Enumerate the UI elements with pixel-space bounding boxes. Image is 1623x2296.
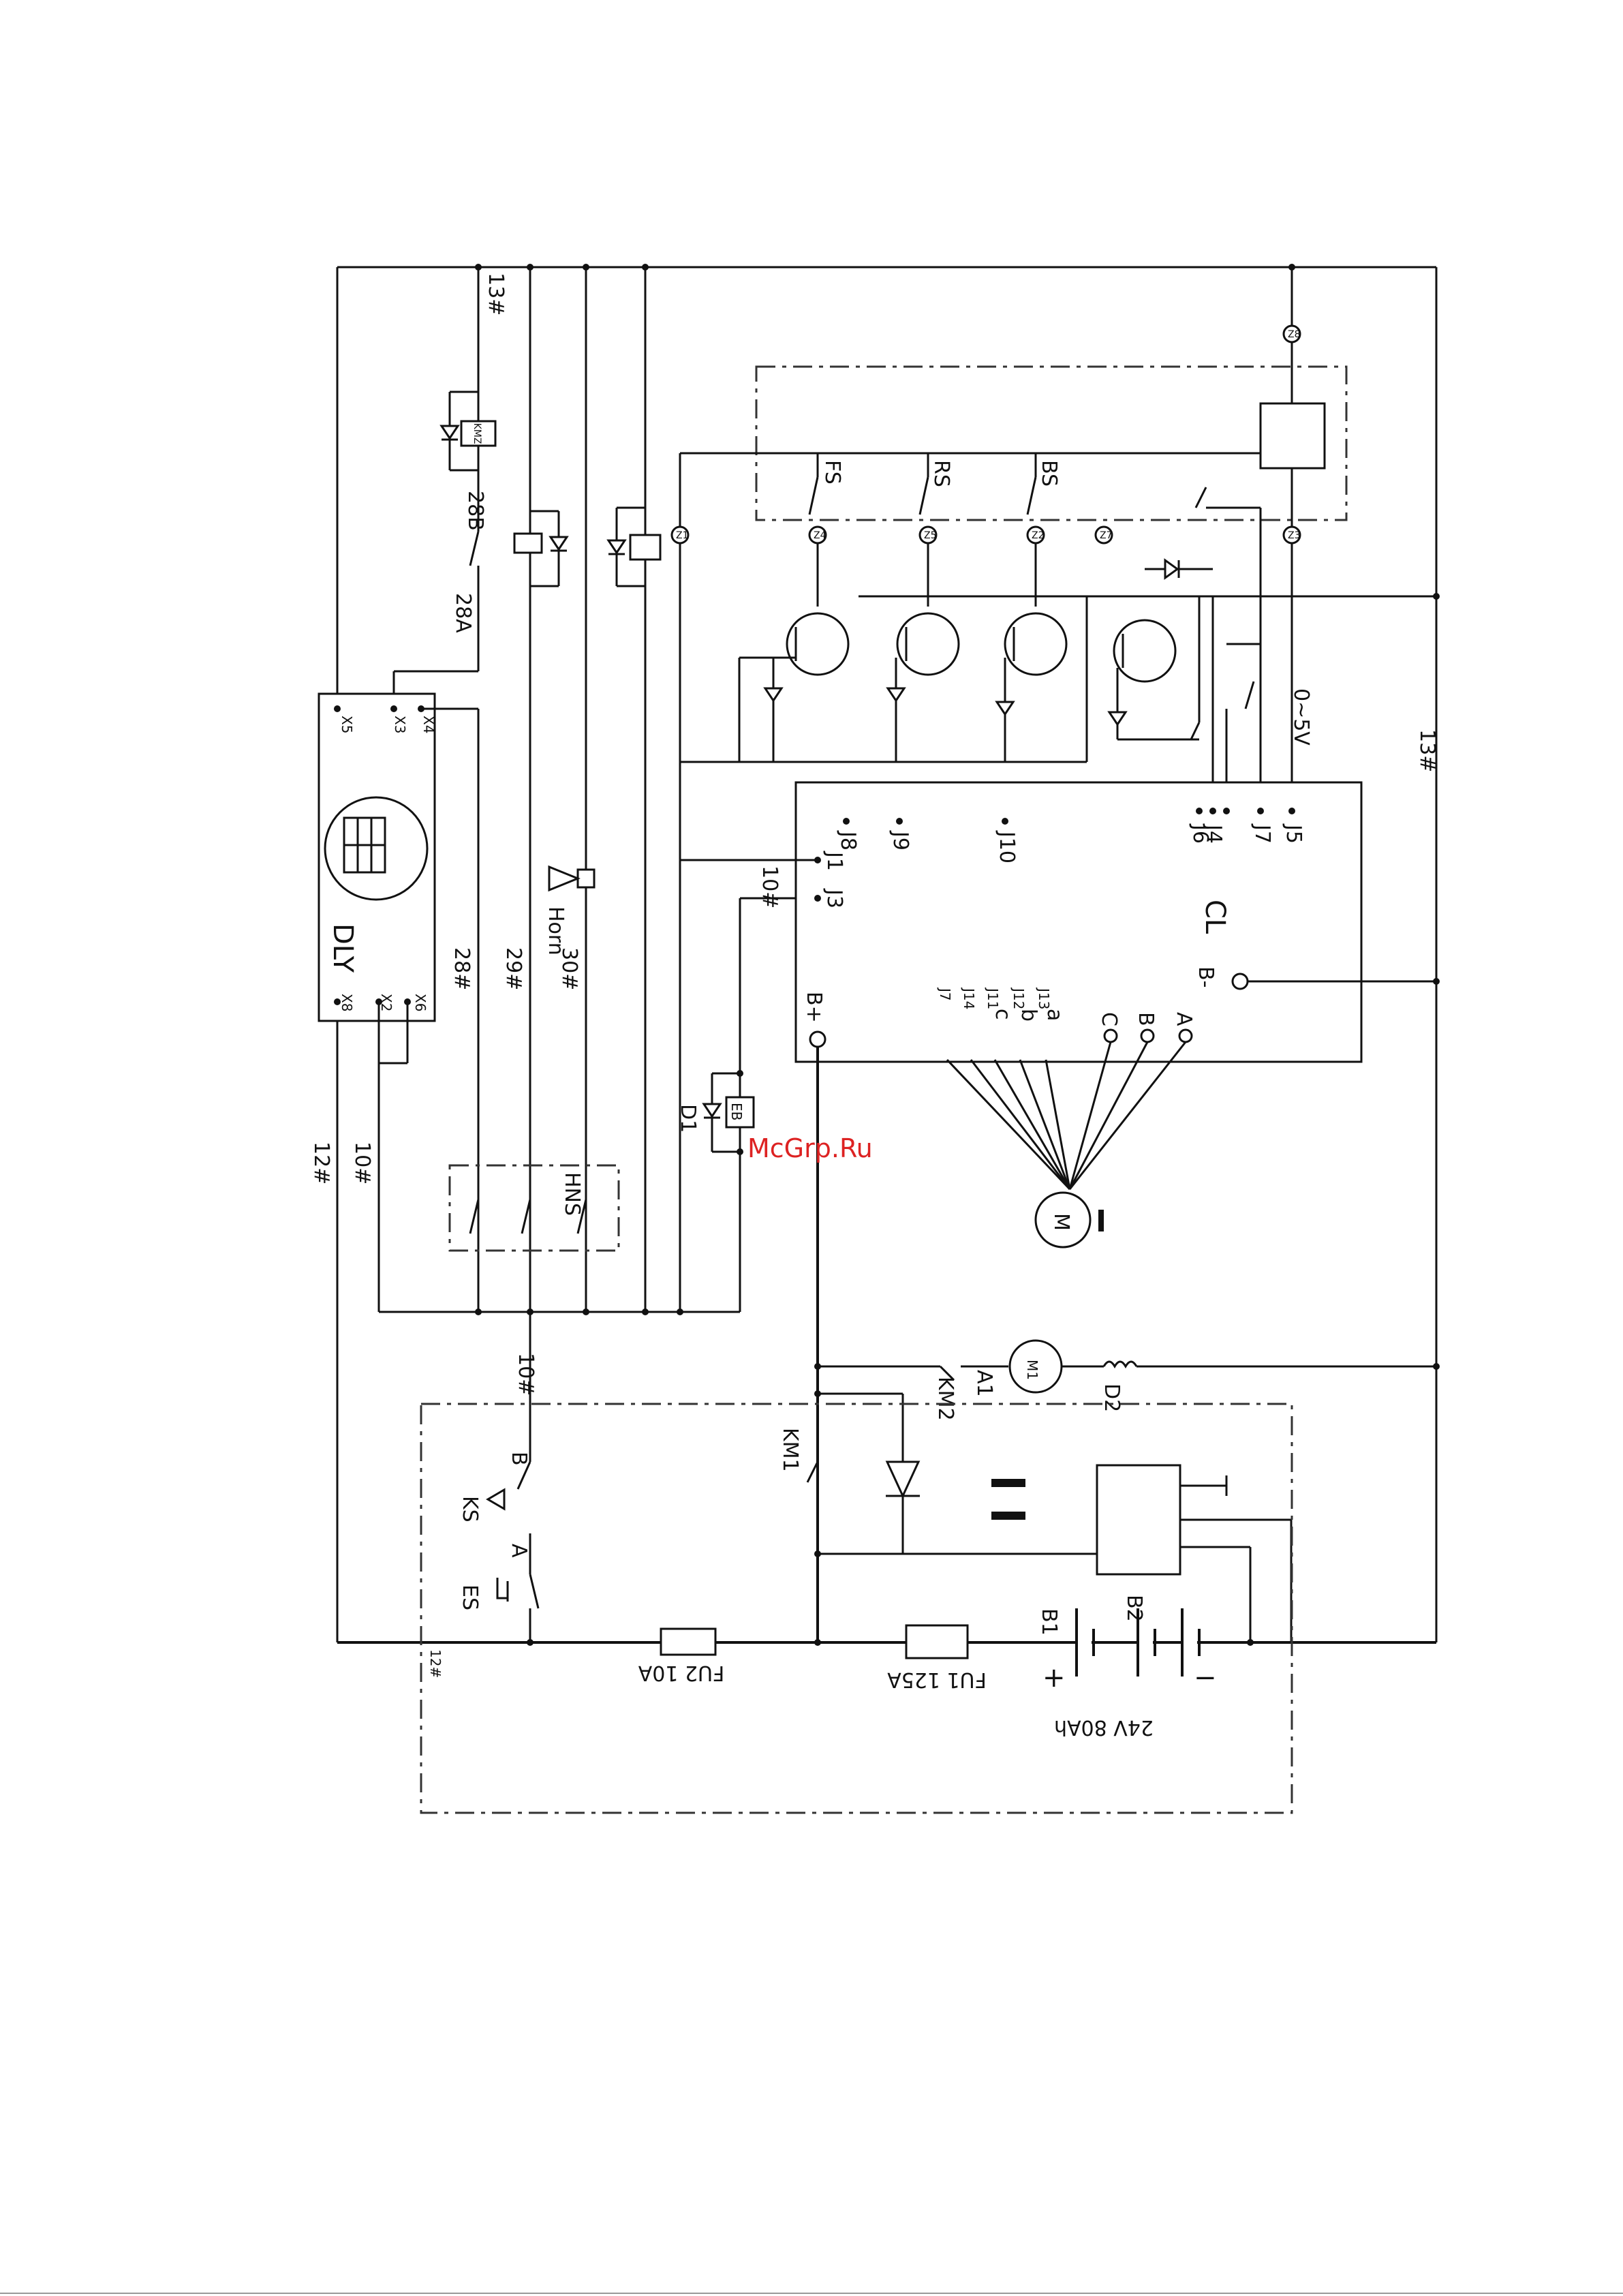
transistor-section: 0~5V 13#	[680, 543, 1439, 811]
wire-28a-label: 28A	[451, 593, 475, 633]
phase-c-label: C	[1097, 1012, 1121, 1026]
dly-x4-label: X4	[420, 716, 437, 733]
c-small-label: c	[991, 1009, 1015, 1020]
battery-label: 24V 80Ah	[1054, 1715, 1154, 1739]
minus-sign: −	[1194, 1662, 1217, 1694]
dly-x5-label: X5	[339, 716, 355, 733]
cl-label: CL	[1199, 900, 1231, 934]
fu1-label: FU1 125A	[887, 1668, 987, 1692]
z4-label: Z4	[814, 530, 826, 541]
watermark: McGrp.Ru	[747, 1133, 873, 1163]
ks-a-label: A	[507, 1544, 531, 1558]
wire-28-label: 28#	[450, 947, 474, 990]
wire-labels: 12# 10#	[309, 1142, 374, 1184]
ks-b-label: B	[507, 1452, 531, 1466]
bs-label: BS	[1037, 460, 1061, 487]
a-small-label: a	[1042, 1009, 1066, 1021]
handle-switches: HNS	[379, 1165, 740, 1315]
j9-label: J9	[888, 830, 912, 851]
relay-2	[514, 511, 567, 586]
b2-label: B2	[1122, 1595, 1146, 1622]
dly-x3-label: X3	[392, 716, 408, 733]
km1-relay	[608, 508, 660, 586]
d2-label: D2	[1100, 1383, 1124, 1412]
wire-13b-label: 13#	[1415, 729, 1439, 772]
wire-13-label: 13#	[484, 273, 508, 316]
wire-12-label: 12#	[309, 1142, 333, 1184]
wire-10c-label: 10#	[514, 1353, 538, 1396]
dly-label: DLY	[327, 923, 358, 973]
power-section: M1 KM2 A1 D2 KM1	[778, 593, 1440, 1642]
traction-motor: M	[947, 1042, 1186, 1247]
j13-label: J13	[1036, 987, 1052, 1009]
wire-10-label: 10#	[350, 1142, 374, 1184]
b-small-label: b	[1017, 1009, 1040, 1022]
ks-label: KS	[458, 1496, 482, 1522]
j10-label: J10	[995, 830, 1019, 863]
connectors: Z1 Z8 Z4 Z5 Z2 Z7 Z3	[672, 326, 1301, 543]
km2-label: KM2	[933, 1377, 957, 1421]
eb-label: EB	[728, 1103, 745, 1120]
j4-label: J4	[1202, 823, 1226, 844]
phase-a-label: A	[1172, 1012, 1196, 1026]
b-minus-label: B-	[1194, 966, 1218, 988]
wire-10b-label: 10#	[758, 866, 782, 908]
j12-label: J12	[1010, 987, 1027, 1009]
wire-28b-label: 28B	[463, 491, 487, 531]
km1-label: KM1	[778, 1428, 802, 1472]
b-plus-label: B+	[802, 992, 826, 1023]
battery-fuses: FU2 10A FU1 125A B1 B2 + − 24V 80Ah	[527, 1595, 1254, 1739]
z5-label: Z5	[924, 530, 937, 541]
dly-x8-label: X8	[339, 994, 355, 1011]
control-handle-box: FS RS BS	[680, 267, 1346, 811]
a1-label: A1	[972, 1370, 996, 1397]
kmz-relay: KMZ 28B 28A 13#	[394, 273, 508, 709]
wire-29-label: 29#	[501, 947, 525, 990]
z8-label: Z8	[1288, 329, 1301, 340]
fs-label: FS	[820, 460, 844, 485]
j7-label: J7	[1250, 823, 1274, 844]
phase-b-label: B	[1134, 1012, 1158, 1026]
j3-label: J3	[822, 888, 846, 908]
motor-m-label: M	[1049, 1213, 1073, 1231]
rs-label: RS	[929, 460, 953, 487]
hns-label: HNS	[560, 1172, 584, 1216]
j11-label: J11	[985, 987, 1001, 1009]
es-label: ES	[458, 1585, 482, 1610]
plus-sign: +	[1042, 1662, 1066, 1694]
j7c-label: J7	[937, 987, 953, 1001]
z1-label: Z1	[676, 530, 689, 541]
z3-label: Z3	[1288, 530, 1301, 541]
d1-label: D1	[676, 1104, 700, 1133]
dly-x6-label: X6	[412, 994, 429, 1011]
cl-controller: CL J1 J8 J3 J9 J10 J6 J4 J7 J5 B+ B- J7 …	[680, 782, 1436, 1062]
b1-label: B1	[1037, 1608, 1061, 1636]
j8-label: J8	[836, 830, 860, 851]
j14-label: J14	[961, 987, 977, 1009]
j5-label: J5	[1282, 823, 1305, 844]
j1-label: J1	[822, 851, 846, 871]
z2-label: Z2	[1032, 530, 1045, 541]
wire-12b-label: 12#	[427, 1649, 444, 1678]
z7-label: Z7	[1100, 530, 1113, 541]
fu2-label: FU2 10A	[638, 1661, 724, 1685]
v05-label: 0~5V	[1289, 688, 1313, 746]
kmz-label: KMZ	[472, 423, 482, 444]
m1-label: M1	[1024, 1360, 1040, 1380]
horn-label: Horn	[544, 906, 568, 955]
